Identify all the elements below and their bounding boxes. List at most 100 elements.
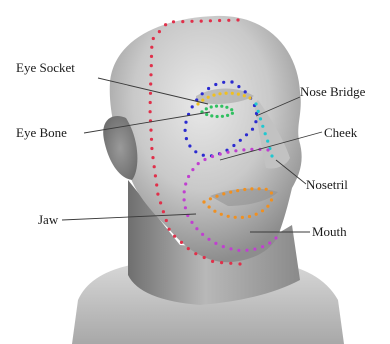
cheek-jaw-dot [245,249,248,252]
head-outline-dot [149,82,152,85]
eye-inner-dot [225,106,228,109]
eye-socket-dot [202,154,205,157]
cheek-jaw-dot [207,238,210,241]
head-outline-dot [190,20,193,23]
eye-bone-dot [201,99,204,102]
label-eye-socket: Eye Socket [16,60,75,75]
nose-bridge-dot [270,154,273,157]
head-outline-dot [173,235,176,238]
head-outline-dot [149,110,152,113]
mouth-dot [222,192,225,195]
cheek-jaw-dot [195,227,198,230]
head-outline-dot [181,20,184,23]
head-outline-dot [154,174,157,177]
label-eye-bone: Eye Bone [16,125,67,140]
cheek-jaw-dot [268,241,271,244]
head-outline-dot [200,20,203,23]
cheek-jaw-dot [184,182,187,185]
head-outline-dot [211,260,214,263]
nose-bridge-dot [266,140,269,143]
nose-bridge-dot [264,132,267,135]
head-outline-dot [149,129,152,132]
eye-bone-dot [218,92,221,95]
eye-bone-dot [207,96,210,99]
cheek-jaw-dot [222,245,225,248]
eye-socket-dot [232,144,235,147]
head-model [72,16,344,344]
head-outline-dot [209,19,212,22]
mouth-dot [266,205,269,208]
head-outline-dot [149,73,152,76]
eye-inner-dot [226,114,229,117]
head-outline-dot [203,256,206,259]
cheek-jaw-dot [183,190,186,193]
eye-socket-dot [245,133,248,136]
mouth-dot [250,187,253,190]
label-nostril: Nosetril [306,177,348,192]
head-outline-dot [194,252,197,255]
eye-bone-dot [196,102,199,105]
label-jaw: Jaw [38,212,59,227]
head-outline-dot [150,46,153,49]
head-outline-dot [220,261,223,264]
mouth-dot [265,188,268,191]
eye-socket-dot [251,128,254,131]
eye-inner-dot [210,105,213,108]
cheek-jaw-dot [219,153,222,156]
head-outline-dot [150,138,153,141]
eye-socket-dot [207,87,210,90]
head-outline-dot [227,19,230,22]
head-outline-dot [159,201,162,204]
head-outline-dot [153,165,156,168]
cheek-jaw-dot [214,242,217,245]
cheek-jaw-dot [203,158,206,161]
head-outline-dot [150,55,153,58]
head-outline-dot [238,262,241,265]
cheek-jaw-dot [190,221,193,224]
eye-inner-dot [220,105,223,108]
eye-socket-dot [214,83,217,86]
cheek-jaw-dot [253,248,256,251]
eye-socket-dot [201,92,204,95]
mouth-dot [208,205,211,208]
mouth-dot [234,216,237,219]
head-outline-dot [187,247,190,250]
cheek-jaw-dot [187,175,190,178]
head-outline-dot [151,156,154,159]
head-outline-dot [150,147,153,150]
mouth-dot [215,195,218,198]
cheek-jaw-dot [211,155,214,158]
mouth-dot [241,216,244,219]
nose-bridge-dot [259,117,262,120]
cheek-jaw-dot [237,249,240,252]
head-outline-dot [150,64,153,67]
cheek-jaw-dot [266,148,269,151]
head-outline-dot [168,228,171,231]
head-outline-dot [149,101,152,104]
eye-socket-dot [185,137,188,140]
head-outline-dot [152,37,155,40]
head-outline-dot [155,183,158,186]
nose-bridge-dot [257,110,260,113]
cheek-jaw-dot [201,233,204,236]
mouth-dot [202,200,205,203]
nose-bridge-dot [254,102,257,105]
mouth-dot [209,197,212,200]
eye-bone-dot [212,94,215,97]
label-nose-bridge: Nose Bridge [300,84,366,99]
eye-socket-dot [244,90,247,93]
mouth-dot [258,187,261,190]
eye-inner-dot [231,112,234,115]
eye-bone-dot [231,92,234,95]
head-outline-dot [156,193,159,196]
head-outline-dot [165,219,168,222]
cheek-jaw-dot [274,236,277,239]
eye-socket-dot [188,144,191,147]
mouth-dot [270,198,273,201]
mouth-dot [243,188,246,191]
mouth-dot [270,191,273,194]
cheek-jaw-dot [184,206,187,209]
mouth-dot [255,213,258,216]
eye-socket-dot [230,80,233,83]
